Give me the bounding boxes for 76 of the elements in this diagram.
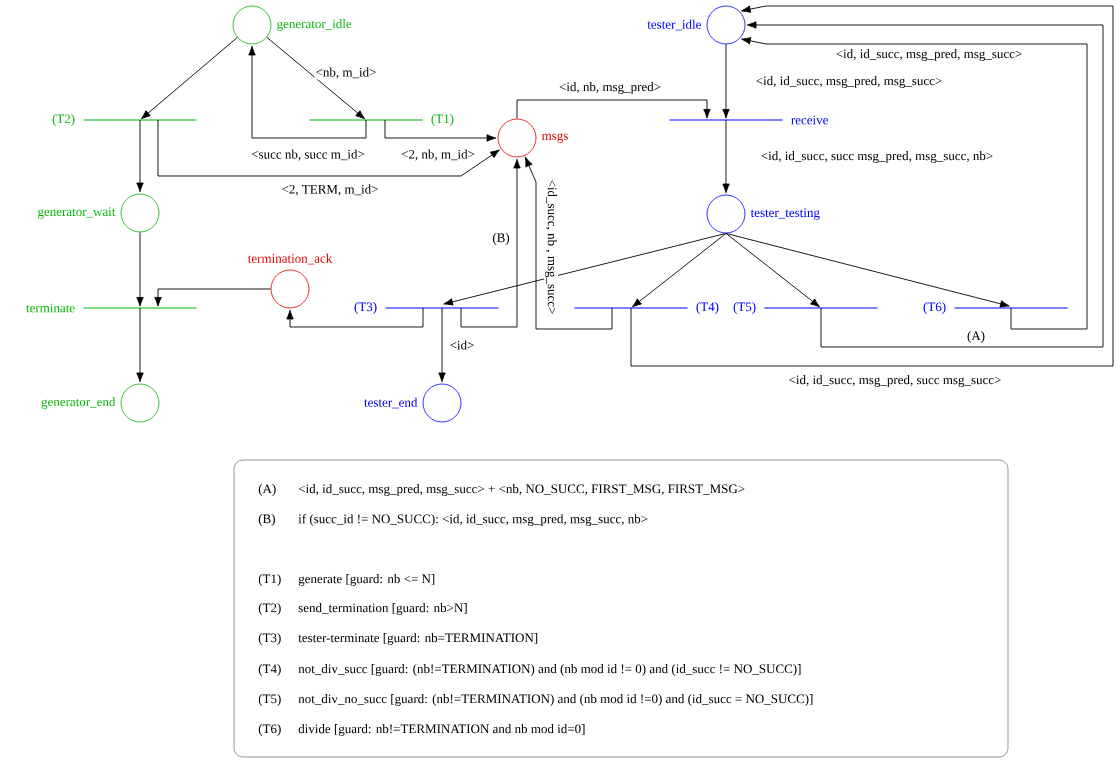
arc-arrow xyxy=(141,37,238,120)
arc-label: <nb, m_id> xyxy=(314,66,378,80)
note-text: <id, id_succ, msg_pred, msg_succ> + <nb, NO_SUCC, FIRST_MSG, FIRST_MSG> xyxy=(298,484,745,496)
node-label: receive xyxy=(791,115,828,125)
note-key: (B) xyxy=(258,514,275,526)
node-label: (T2) xyxy=(52,114,75,126)
note-key: (A) xyxy=(258,484,276,496)
arc-label: <id_succ, nb , msg_succ> xyxy=(544,178,558,316)
node-label: generator_wait xyxy=(38,207,116,219)
note-key: (T6) xyxy=(258,724,281,736)
arc-label: <id, id_succ, msg_pred, msg_succ> xyxy=(754,75,944,89)
arc-arrow xyxy=(286,307,424,328)
node-label: tester_idle xyxy=(647,19,701,31)
arc-arrow xyxy=(438,307,446,383)
arc-label: <id, nb, msg_pred> xyxy=(558,81,663,95)
node-label: terminate xyxy=(26,303,75,313)
note-text: not_div_succ [guard: (nb!=TERMINATION) and (nb mod id != 0) and (id_succ != NO_SUCC)] xyxy=(298,664,801,676)
transition-bar: (T2) xyxy=(52,114,197,126)
note-key: (T2) xyxy=(258,603,281,615)
note-key: (T1) xyxy=(258,574,281,586)
note-text: send_termination [guard: nb>N] xyxy=(298,603,467,615)
arc-arrow xyxy=(136,231,144,307)
note-text: generate [guard: nb <= N] xyxy=(298,574,435,586)
node-label: (T5) xyxy=(733,302,756,314)
arc-label: (A) xyxy=(966,330,987,344)
arc-arrow xyxy=(725,232,1010,308)
arc-label: <id> xyxy=(448,339,476,351)
note-key: (T3) xyxy=(258,633,281,645)
arc-label: <id, id_succ, msg_pred, succ msg_succ> xyxy=(787,374,1003,388)
node-label: tester_testing xyxy=(750,208,820,220)
transition-bar: (T5) xyxy=(733,302,878,314)
node-label: (T3) xyxy=(354,302,377,314)
transition-bar: terminate xyxy=(26,303,197,313)
transition-bar: (T3) xyxy=(354,302,499,314)
node-label: generator_end xyxy=(41,397,116,409)
arc-arrow xyxy=(630,5,1114,367)
note-text: tester-terminate [guard: nb=TERMINATION] xyxy=(298,633,538,645)
transition-bar: (T4) xyxy=(574,302,719,314)
note-key: (T4) xyxy=(258,664,281,676)
node-label: msgs xyxy=(541,133,568,143)
arc-arrow xyxy=(136,119,144,193)
note-text: not_div_no_succ [guard: (nb!=TERMINATION) and (nb mod id !=0) and (id_succ = NO_SUCC)] xyxy=(298,694,813,706)
transition-bar: (T6) xyxy=(923,302,1068,314)
arc-label: <succ nb, succ m_id> xyxy=(250,148,366,162)
arc-arrow xyxy=(525,157,613,330)
arc-arrow xyxy=(741,37,1088,330)
arc-arrow xyxy=(722,119,730,194)
arc-arrow xyxy=(516,99,711,120)
arc-arrow xyxy=(443,232,727,306)
transition-bar: (T1) xyxy=(309,114,454,126)
arc-label: <2, TERM, m_id> xyxy=(280,183,380,197)
arc-arrow xyxy=(384,119,497,142)
note-key: (T5) xyxy=(258,694,281,706)
node-label: generator_idle xyxy=(277,19,352,31)
arc-arrow xyxy=(248,45,367,139)
arc-arrow xyxy=(136,307,144,383)
arc-arrow xyxy=(746,21,1104,348)
arc-arrow xyxy=(154,288,272,307)
arc-label: (B) xyxy=(491,232,511,246)
arc-label: <id, id_succ, succ msg_pred, msg_succ, nb> xyxy=(759,150,995,164)
arc-arrow xyxy=(722,43,730,119)
arc-label: <id, id_succ, msg_pred, msg_succ> xyxy=(834,48,1024,62)
transition-bar: receive xyxy=(669,115,828,125)
arc-label: <2, nb, m_id> xyxy=(400,148,476,162)
note-text: if (succ_id != NO_SUCC): <id, id_succ, msg_pred, msg_succ, nb> xyxy=(298,514,648,526)
node-label: (T4) xyxy=(696,302,719,314)
node-label: (T1) xyxy=(431,114,454,126)
node-label: termination_ack xyxy=(247,253,333,265)
node-label: tester_end xyxy=(364,397,418,409)
node-label: (T6) xyxy=(923,302,946,314)
arc-arrow xyxy=(266,36,365,120)
arc-arrow xyxy=(460,158,521,328)
arc-arrow xyxy=(725,232,820,308)
arc-arrow xyxy=(632,232,727,308)
arc-arrow xyxy=(157,119,500,177)
note-text: divide [guard: nb!=TERMINATION and nb mod id=0] xyxy=(298,724,585,736)
